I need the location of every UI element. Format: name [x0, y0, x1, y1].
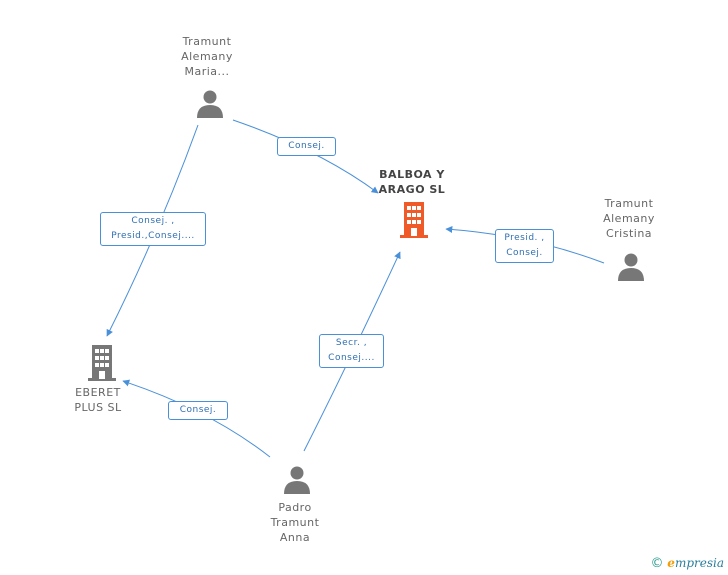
brand-logo: empresia	[667, 556, 724, 570]
person-icon[interactable]	[195, 89, 225, 119]
edge-label-maria-eberet[interactable]: Consej. , Presid.,Consej....	[100, 212, 206, 246]
building-icon[interactable]	[398, 202, 430, 238]
node-label-eberet: EBERET PLUS SL	[74, 386, 122, 414]
node-label-cristina: Tramunt Alemany Cristina	[603, 197, 655, 240]
copyright-icon: ©	[650, 556, 664, 571]
person-icon[interactable]	[616, 252, 646, 282]
node-label-balboa: BALBOA Y ARAGO SL	[378, 168, 446, 196]
building-icon[interactable]	[86, 345, 118, 381]
node-label-maria: Tramunt Alemany Maria...	[181, 35, 233, 78]
edge-label-anna-balboa[interactable]: Secr. , Consej....	[319, 334, 384, 368]
edge-label-maria-balboa[interactable]: Consej.	[277, 137, 336, 156]
edge-label-anna-eberet[interactable]: Consej.	[168, 401, 228, 420]
node-label-anna: Padro Tramunt Anna	[270, 501, 320, 544]
person-icon[interactable]	[282, 465, 312, 495]
edge-label-cristina-balboa[interactable]: Presid. , Consej.	[495, 229, 554, 263]
footer-brand: © empresia	[650, 556, 724, 571]
